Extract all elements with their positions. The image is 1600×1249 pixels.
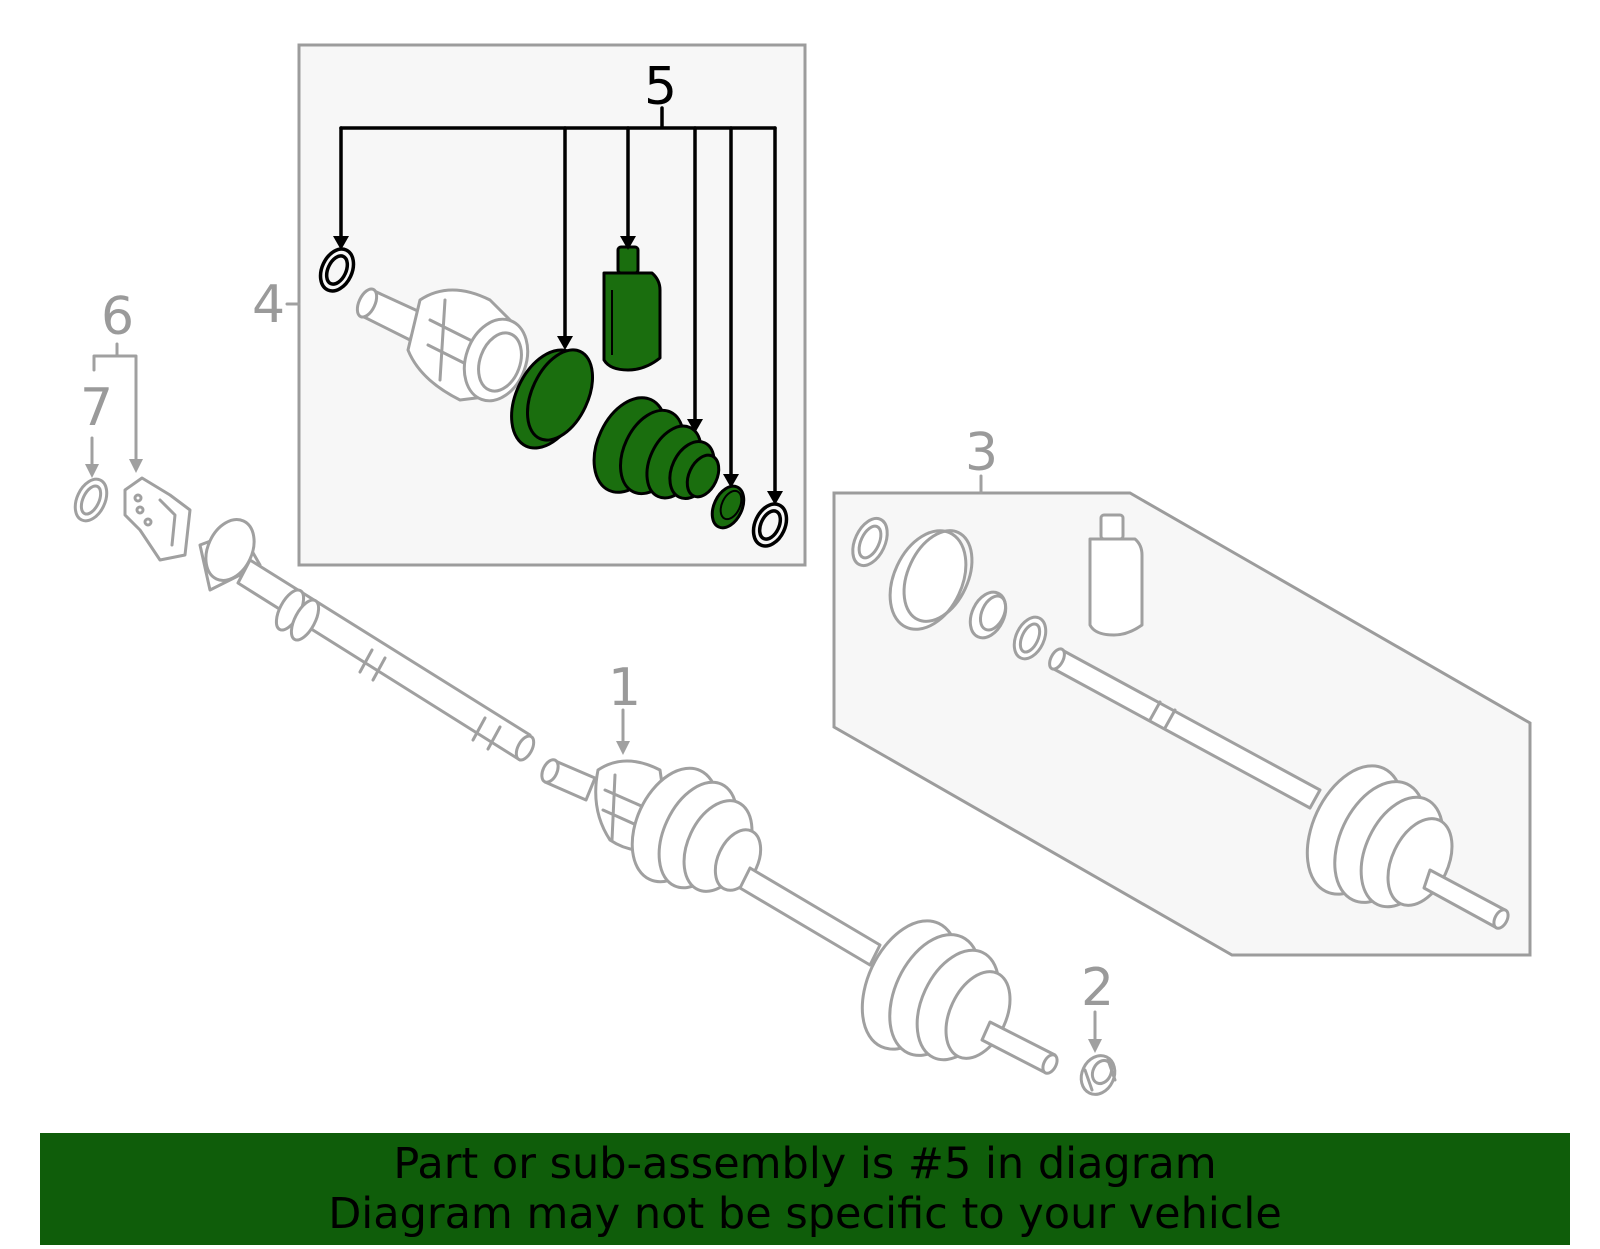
part-5-boot-band-small <box>710 484 746 530</box>
callout-7: 7 <box>80 378 113 438</box>
part-2-axle-nut <box>1079 1054 1117 1096</box>
part-5-seal-ring-bottom <box>751 502 789 548</box>
part-5-cv-boot <box>592 396 721 500</box>
callout-5-leaders <box>333 106 783 505</box>
callout-1: 1 <box>608 658 641 718</box>
callout-5: 5 <box>644 57 677 117</box>
main-axle-assembly <box>198 518 1059 1075</box>
banner-line-1: Part or sub-assembly is #5 in diagram <box>393 1139 1217 1189</box>
info-banner: Part or sub-assembly is #5 in diagram Di… <box>40 1133 1570 1245</box>
banner-line-2: Diagram may not be specific to your vehi… <box>328 1189 1282 1239</box>
callout-6: 6 <box>101 287 134 347</box>
part-5-seal-ring-top <box>318 247 356 293</box>
inner-joint-housing <box>355 287 530 403</box>
part-5-boot-band-large <box>510 348 594 450</box>
part-7-seal-ring <box>73 477 109 523</box>
part-6-yoke <box>123 476 192 562</box>
kit-3-shaft <box>1048 647 1510 930</box>
callout-2: 2 <box>1081 958 1114 1018</box>
kit-3-small-parts <box>851 513 1144 661</box>
callout-4: 4 <box>252 275 285 335</box>
callout-3: 3 <box>965 423 998 483</box>
callout-leaders-grey <box>85 342 1102 1053</box>
